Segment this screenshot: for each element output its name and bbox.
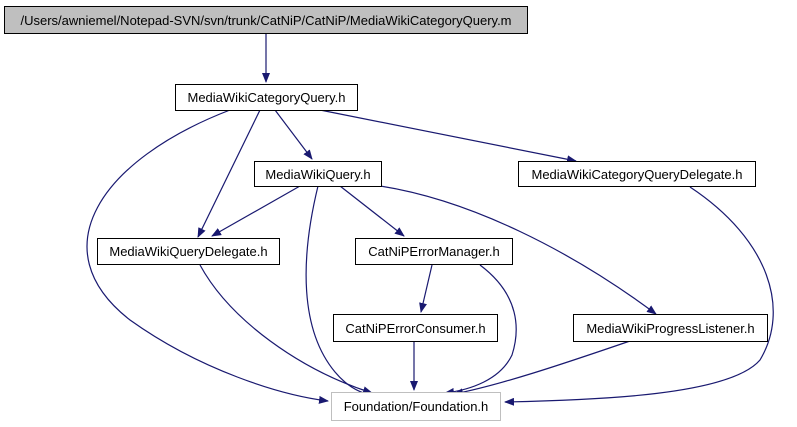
edge-progress-listener-h-to-foundation-h [453,340,631,397]
node-category-query-h[interactable]: MediaWikiCategoryQuery.h [175,84,358,111]
node-error-consumer-h[interactable]: CatNiPErrorConsumer.h [333,314,498,342]
edge-query-h-to-query-delegate-h [211,185,301,237]
edge-category-query-h-to-category-query-delegate-h [319,109,577,164]
node-category-query-delegate-h[interactable]: MediaWikiCategoryQueryDelegate.h [518,161,756,187]
node-query-h[interactable]: MediaWikiQuery.h [254,161,382,187]
node-error-manager-h[interactable]: CatNiPErrorManager.h [355,238,513,265]
edge-query-h-to-progress-listener-h [379,185,657,315]
edge-query-delegate-h-to-foundation-h [199,264,373,395]
node-progress-listener-h[interactable]: MediaWikiProgressListener.h [573,314,768,342]
edge-category-query-h-to-foundation-h [86,109,329,404]
node-foundation-h[interactable]: Foundation/Foundation.h [331,392,501,421]
node-query-delegate-h[interactable]: MediaWikiQueryDelegate.h [97,238,280,265]
edge-category-query-h-to-query-delegate-h [197,109,261,238]
edge-query-h-to-error-manager-h [339,185,405,237]
edge-error-manager-h-to-error-consumer-h [419,264,433,313]
edge-category-query-h-to-query-h [274,109,313,160]
edge-category-query-delegate-h-to-foundation-h [504,186,774,406]
node-root-file[interactable]: /Users/awniemel/Notepad-SVN/svn/trunk/Ca… [4,6,528,34]
edge-query-h-to-foundation-h [305,185,379,400]
edge-error-manager-h-to-foundation-h [444,264,517,396]
